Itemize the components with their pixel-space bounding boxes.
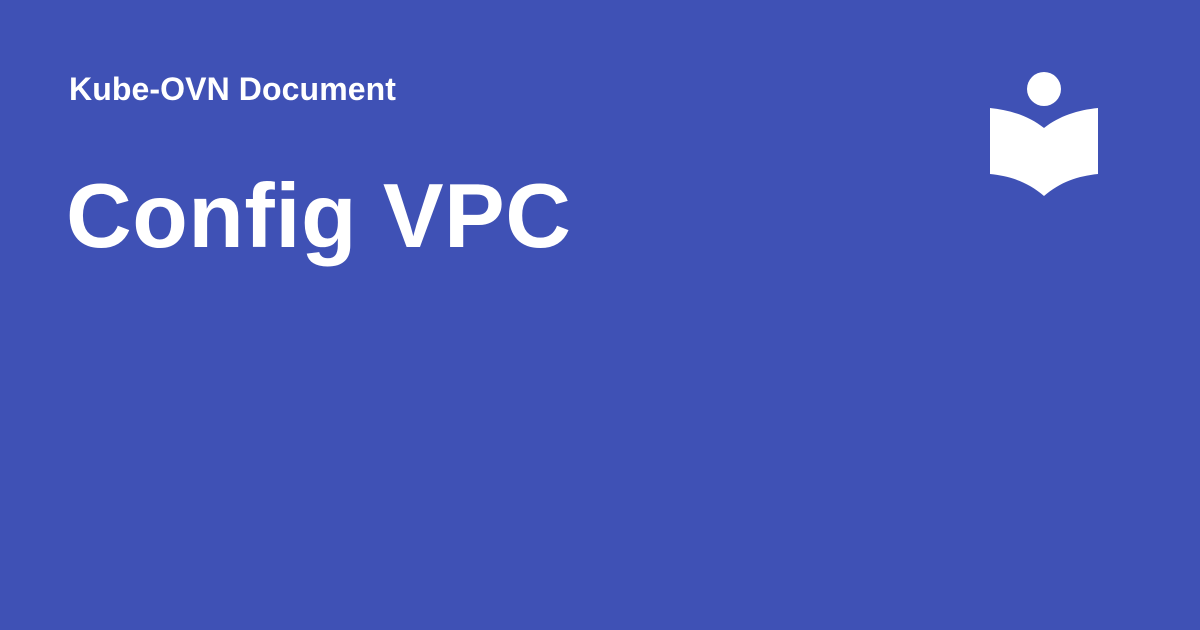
page-title: Config VPC [66,166,572,267]
book-reader-icon [990,72,1098,196]
site-name: Kube-OVN Document [69,71,397,107]
